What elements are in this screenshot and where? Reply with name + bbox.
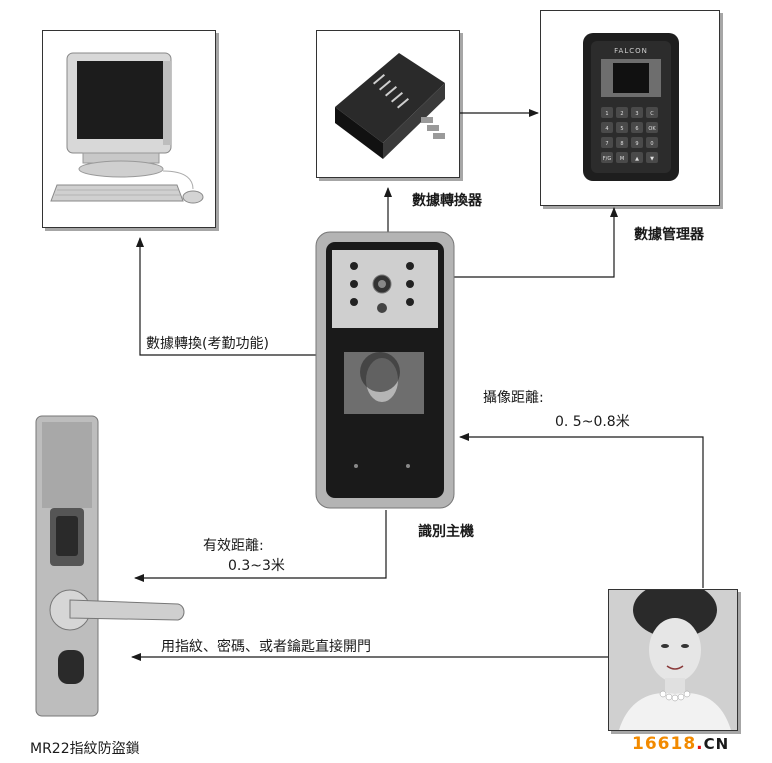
keypad-key: [616, 107, 628, 118]
label-lock-model: MR22指紋防盜鎖: [30, 741, 140, 757]
label-recognition-host: 識別主機: [418, 524, 474, 540]
keypad-key: [601, 137, 613, 148]
watermark-number: 16618: [632, 734, 697, 754]
person-photo-box: [608, 589, 738, 731]
keypad-key: [646, 107, 658, 118]
label-data-converter: 數據轉換器: [412, 193, 482, 209]
watermark-suffix: CN: [703, 735, 730, 753]
keypad-key: [601, 152, 613, 163]
label-effective-distance-title: 有效距離:: [203, 538, 264, 554]
watermark-dot: .: [696, 734, 704, 754]
keypad-key: [601, 107, 613, 118]
keypad-key-label: 4: [605, 126, 608, 132]
arrow-host-to-computer: [136, 237, 316, 356]
keypad-key-label: ▲: [635, 156, 639, 162]
keypad-key-label: 9: [635, 141, 638, 147]
keypad-key-label: OK: [648, 126, 656, 132]
keypad-key: [646, 152, 658, 163]
keypad-key: [616, 122, 628, 133]
keypad-key-label: 2: [620, 111, 623, 117]
manager-brand-text: FALCON: [614, 47, 648, 55]
keypad-key-label: 7: [605, 141, 608, 147]
arrow-host-to-lock: [134, 510, 387, 582]
label-effective-distance-value: 0.3~3米: [228, 558, 285, 574]
keypad-key-label: ▼: [650, 156, 654, 162]
keypad-key: [631, 152, 643, 163]
keypad-key-label: 3: [635, 111, 638, 117]
data-converter-illustration: [335, 53, 445, 159]
keypad-key-label: 5: [620, 126, 623, 132]
recognition-host-device: [315, 231, 455, 509]
label-camera-distance-value: 0. 5~0.8米: [555, 414, 630, 430]
label-camera-distance-title: 攝像距離:: [483, 390, 544, 406]
data-converter-box: [316, 30, 460, 178]
keypad-key: [631, 107, 643, 118]
keypad-key: [616, 152, 628, 163]
arrow-host-to-manager: [452, 207, 618, 278]
site-watermark: 16618.CN: [632, 734, 729, 754]
keypad-key-label: F/G: [603, 156, 612, 162]
keypad-key-label: C: [650, 111, 654, 117]
label-data-manager: 數據管理器: [634, 227, 704, 243]
arrow-person-to-host: [459, 433, 704, 588]
keypad-key-label: 1: [605, 111, 608, 117]
keypad-key: [631, 137, 643, 148]
keypad-key-label: 0: [650, 141, 653, 147]
data-manager-illustration: FALCON 1 2 3 C 4 5 6 OK 7 8 9 0F/G M ▲ ▼: [583, 33, 679, 181]
keypad-key: [646, 122, 658, 133]
keypad-key: [631, 122, 643, 133]
computer-box: [42, 30, 216, 228]
keypad-key-label: 6: [635, 126, 638, 132]
fingerprint-lock: [35, 415, 185, 717]
keypad-key-label: 8: [620, 141, 623, 147]
keypad-key: [601, 122, 613, 133]
keypad-key-label: M: [620, 156, 624, 162]
keypad-key: [646, 137, 658, 148]
label-data-convert-attendance: 數據轉換(考勤功能): [146, 336, 269, 352]
computer-illustration: [50, 52, 204, 204]
person-photo: [609, 590, 737, 730]
label-unlock-methods: 用指紋、密碼、或者鑰匙直接開門: [161, 639, 371, 655]
keypad-key: [616, 137, 628, 148]
